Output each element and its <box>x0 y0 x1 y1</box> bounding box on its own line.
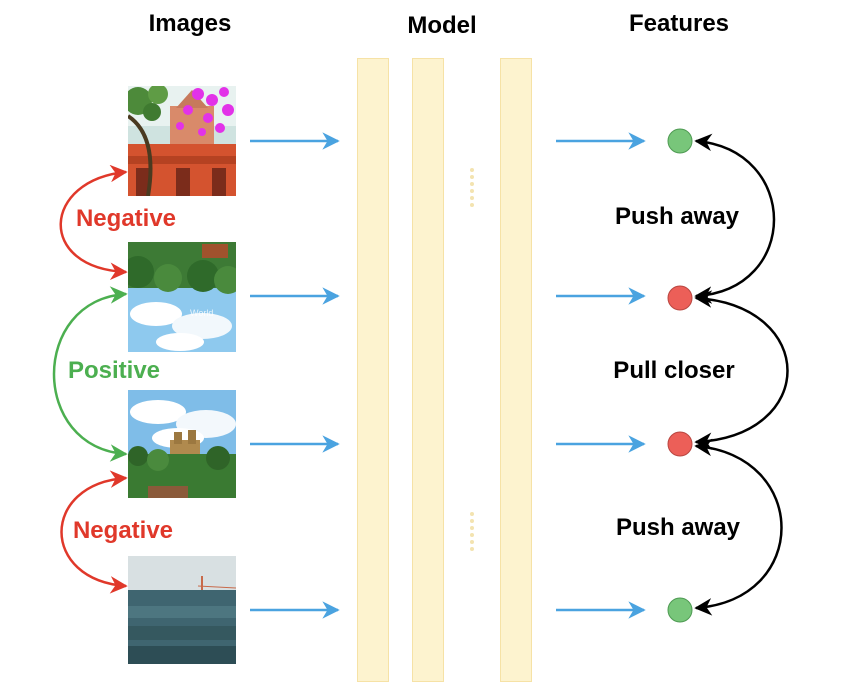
label-push-away-top: Push away <box>614 203 740 230</box>
image-castle <box>128 390 236 498</box>
label-push-away-bottom: Push away <box>615 514 741 541</box>
negative-curve-top <box>59 164 128 281</box>
image-watermark: World <box>190 308 213 318</box>
model-layer-1 <box>357 58 389 682</box>
feature-dot-3-red <box>667 431 693 457</box>
image-landscape-flipped: World <box>128 242 236 352</box>
header-model: Model <box>407 12 477 39</box>
model-ellipsis-bottom <box>470 512 474 551</box>
model-layer-3 <box>500 58 532 682</box>
positive-curve <box>52 286 128 462</box>
feature-dot-2-red <box>667 285 693 311</box>
negative-curve-bottom <box>60 470 128 594</box>
model-layer-2 <box>412 58 444 682</box>
model-ellipsis-top <box>470 168 474 207</box>
feature-dot-1-green <box>667 128 693 154</box>
push-curve-top <box>694 133 776 304</box>
header-features: Features <box>628 10 730 37</box>
feature-dot-4-green <box>667 597 693 623</box>
pull-curve <box>694 290 789 450</box>
label-pull-closer: Pull closer <box>613 357 735 384</box>
header-images: Images <box>148 10 232 37</box>
image-temple <box>128 86 236 196</box>
image-sea <box>128 556 236 664</box>
push-curve-bottom <box>694 438 783 616</box>
